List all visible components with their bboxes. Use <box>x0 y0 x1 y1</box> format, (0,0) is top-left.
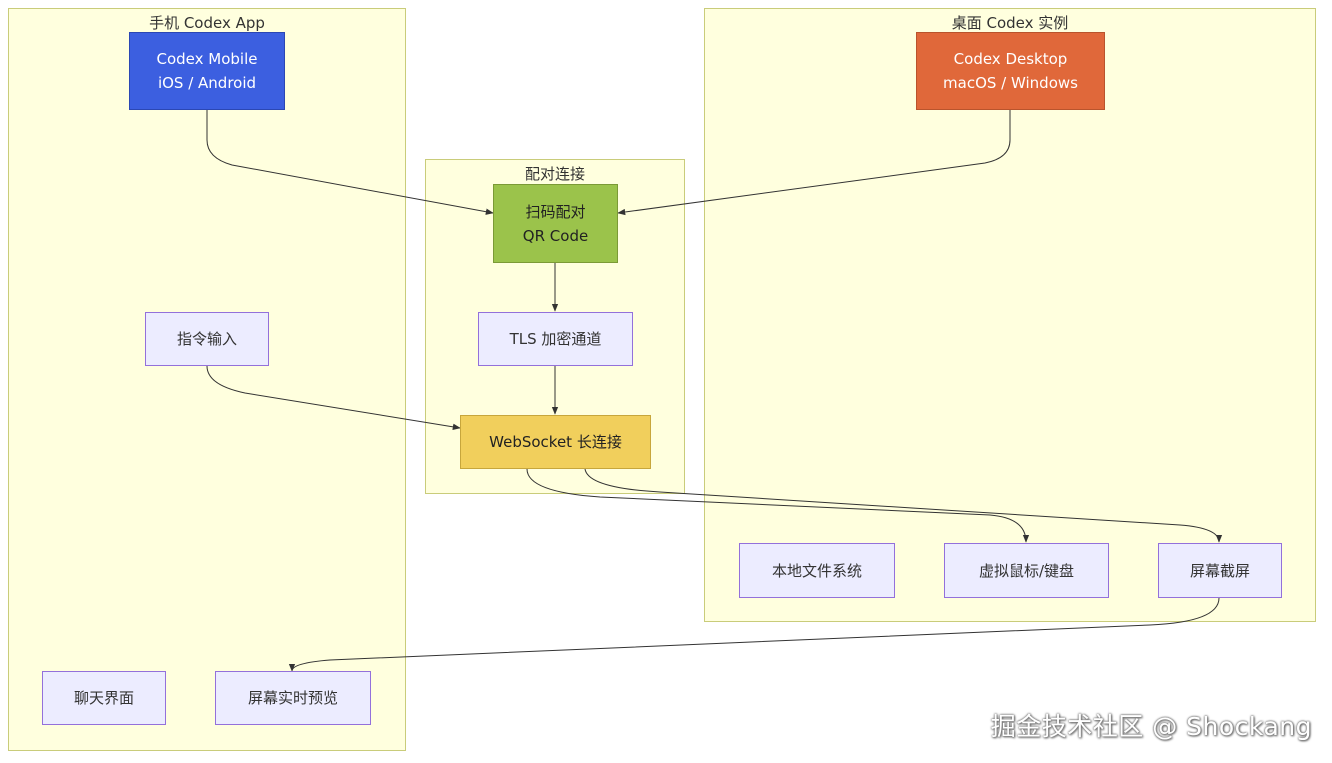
node-websocket-label: WebSocket 长连接 <box>489 433 622 451</box>
node-virtual-mouse-keyboard: 虚拟鼠标/键盘 <box>944 543 1109 598</box>
node-screen-preview-label: 屏幕实时预览 <box>247 689 338 707</box>
node-chat-ui-label: 聊天界面 <box>73 689 134 707</box>
node-virtual-mouse-keyboard-label: 虚拟鼠标/键盘 <box>978 561 1075 580</box>
node-local-filesystem-label: 本地文件系统 <box>771 561 862 580</box>
node-codex-desktop-line1: Codex Desktop <box>953 50 1068 68</box>
node-qr-pairing-line2: QR Code <box>522 226 589 245</box>
edge-screenshot-to-preview <box>288 597 1220 672</box>
node-tls-channel: TLS 加密通道 <box>478 312 633 366</box>
node-tls-channel-label: TLS 加密通道 <box>509 330 602 348</box>
edge-websocket-to-screenshot <box>584 468 1223 543</box>
node-command-input: 指令输入 <box>145 312 269 366</box>
node-codex-desktop-line2: macOS / Windows <box>943 74 1078 92</box>
node-codex-mobile: Codex Mobile iOS / Android <box>129 32 285 110</box>
edge-mobile-to-qr <box>206 110 494 215</box>
node-codex-mobile-line1: Codex Mobile <box>156 50 258 68</box>
node-screenshot: 屏幕截屏 <box>1158 543 1282 598</box>
cluster-desktop-title: 桌面 Codex 实例 <box>951 14 1069 32</box>
watermark: 掘金技术社区 @ Shockang <box>990 712 1312 741</box>
cluster-pairing-title: 配对连接 <box>524 165 585 183</box>
node-websocket: WebSocket 长连接 <box>460 415 651 469</box>
cluster-mobile-title: 手机 Codex App <box>149 14 265 32</box>
edge-websocket-to-virtual-input <box>526 468 1030 543</box>
node-codex-mobile-line2: iOS / Android <box>157 74 257 92</box>
edge-command-to-websocket <box>206 365 461 431</box>
node-qr-pairing: 扫码配对 QR Code <box>493 184 618 263</box>
edge-desktop-to-qr <box>617 110 1011 216</box>
node-command-input-label: 指令输入 <box>176 330 237 348</box>
node-codex-desktop: Codex Desktop macOS / Windows <box>916 32 1105 110</box>
node-screenshot-label: 屏幕截屏 <box>1189 561 1250 580</box>
node-chat-ui: 聊天界面 <box>42 671 166 725</box>
node-local-filesystem: 本地文件系统 <box>739 543 895 598</box>
node-screen-preview: 屏幕实时预览 <box>215 671 371 725</box>
node-qr-pairing-line1: 扫码配对 <box>525 202 586 221</box>
